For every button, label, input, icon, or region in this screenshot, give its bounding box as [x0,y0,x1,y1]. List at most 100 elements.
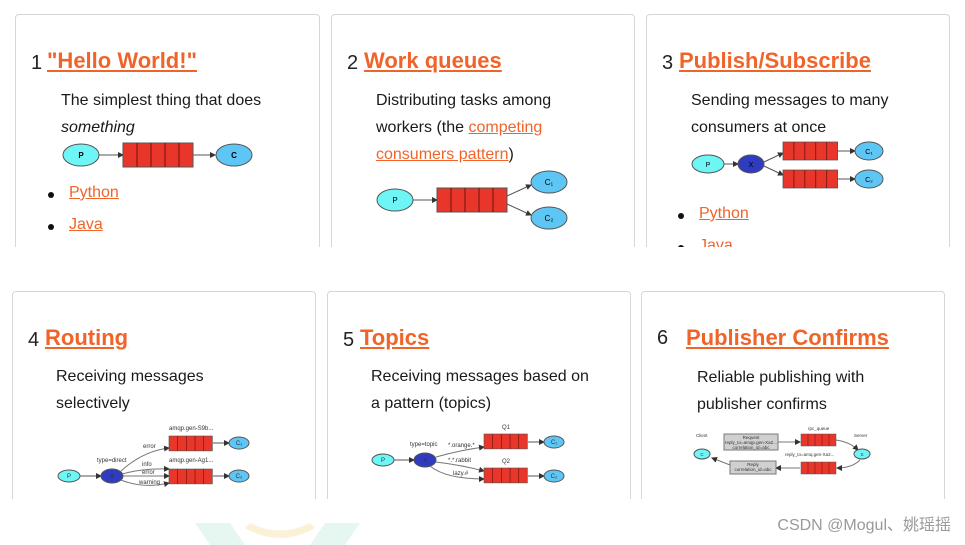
svg-text:rpc_queue: rpc_queue [808,426,830,431]
queue [800,433,837,447]
client-node [693,448,711,460]
svg-text:reply_to=amq.gen-Xa2...: reply_to=amq.gen-Xa2... [785,452,834,457]
tutorial-number: 3 [662,52,674,74]
svg-text:X: X [110,474,114,480]
queue [122,142,194,168]
svg-text:reply_to=amqp.gen-Xa2...: reply_to=amqp.gen-Xa2... [725,440,777,445]
work-queues-diagram: P C₁ C₂ [376,170,568,230]
exchange-node [413,452,437,468]
svg-text:C₂: C₂ [236,474,243,480]
svg-text:P: P [392,196,397,205]
topics-diagram: P X type=topic *.orange.* *.*.rabbit laz… [371,425,565,484]
competing-consumers-link[interactable]: competing consumers pattern [376,119,543,163]
description-text: The simplest thing that does [61,92,262,109]
svg-text:Q1: Q1 [502,425,511,431]
svg-text:amqp.gen-Ag1...: amqp.gen-Ag1... [169,458,214,464]
svg-text:X: X [423,458,427,464]
tutorial-title-link[interactable]: Topics [360,325,430,350]
svg-text:correlation_id=abc: correlation_id=abc [735,467,773,472]
watermark: CSDN @Mogul、姚瑶摇 [777,517,951,534]
tutorial-card-publish-subscribe: 3 Publish/Subscribe Sending messages to … [646,14,950,247]
svg-text:type=topic: type=topic [410,442,438,448]
queue [800,461,837,475]
svg-text:C₁: C₁ [865,149,873,156]
list-item: Python [48,184,119,216]
tutorial-card-topics: 5 Topics Receiving messages based on a p… [327,291,631,499]
svg-text:type=direct: type=direct [97,458,127,464]
tutorial-card-routing: 4 Routing Receiving messages selectively… [12,291,316,499]
queue [782,141,838,161]
svg-text:P: P [78,151,84,160]
tutorial-number: 4 [28,329,40,351]
exchange-node [737,154,765,174]
svg-text:lazy.#: lazy.# [453,471,469,477]
tutorial-number: 5 [343,329,355,351]
svg-text:error: error [142,470,155,476]
svg-text:C₂: C₂ [865,177,873,184]
consumer-node [854,141,884,161]
tutorial-card-work-queues: 2 Work queues Distributing tasks among w… [331,14,635,247]
svg-text:info: info [142,462,152,468]
svg-text:C: C [700,452,704,457]
background-logo-fragment [195,523,360,545]
description-text: ) [508,146,514,163]
consumer-node [530,206,568,230]
svg-text:C₂: C₂ [551,474,558,480]
python-link[interactable]: Python [699,205,749,222]
tutorial-title-link[interactable]: Publish/Subscribe [679,48,871,73]
svg-text:correlation_id=abc: correlation_id=abc [733,445,771,450]
svg-text:P: P [706,162,711,169]
svg-text:Reply: Reply [747,462,759,467]
reply-message [729,460,777,475]
python-link[interactable]: Python [69,184,119,201]
svg-text:S: S [860,452,863,457]
tutorial-card-publisher-confirms: 6 Publisher Confirms Reliable publishing… [641,291,945,499]
tutorial-number: 1 [31,52,43,74]
consumer-node [228,436,250,450]
svg-text:C₁: C₁ [545,178,554,187]
svg-text:Server: Server [854,433,868,438]
svg-text:X: X [749,162,754,169]
svg-text:warning: warning [138,480,160,486]
consumer-node [215,143,253,167]
svg-text:C₁: C₁ [551,440,557,446]
publisher-confirms-diagram: Client C Request reply_to=amqp.gen-Xa2..… [693,426,871,475]
tutorial-number: 2 [347,52,359,74]
tutorial-description: Receiving messages based on a pattern (t… [371,368,589,412]
tutorial-title-link[interactable]: Routing [45,325,129,350]
language-links: Python Java [48,184,119,247]
tutorial-description: The simplest thing that does something [61,87,301,141]
description-text: Distributing tasks among workers (the [376,92,552,136]
list-item: Java [48,216,119,247]
tutorial-description: Sending messages to many consumers at on… [691,92,889,136]
tutorial-card-hello-world: 1 "Hello World!" The simplest thing that… [15,14,320,247]
publish-subscribe-diagram: P X C₁ C₂ [691,141,884,189]
hello-world-diagram: P C [62,142,253,168]
list-item: Python [678,205,749,237]
svg-text:Q2: Q2 [502,459,511,465]
tutorial-description: Reliable publishing with publisher confi… [697,369,865,413]
tutorial-description: Receiving messages selectively [56,368,204,412]
java-link[interactable]: Java [699,237,733,247]
tutorial-title-link[interactable]: Publisher Confirms [686,325,889,350]
tutorial-title-link[interactable]: Work queues [364,48,502,73]
consumer-node [543,469,565,483]
svg-text:P: P [381,458,385,464]
svg-text:Request: Request [743,435,761,440]
routing-diagram: P X type=direct error info error warning… [57,426,250,488]
consumer-node [854,169,884,189]
tutorial-title-link[interactable]: "Hello World!" [47,48,198,73]
svg-text:amqp.gen-S9b...: amqp.gen-S9b... [169,426,214,432]
consumer-node [530,170,568,194]
queue [168,435,213,452]
svg-text:C: C [231,151,237,160]
java-link[interactable]: Java [69,216,103,233]
svg-text:*.*.rabbit: *.*.rabbit [448,458,471,464]
consumer-node [543,435,565,449]
svg-text:C₂: C₂ [545,214,554,223]
svg-text:P: P [67,474,71,480]
queue [436,187,508,213]
language-links: Python Java [678,205,749,247]
description-emphasis: something [61,119,135,136]
queue [483,433,528,450]
